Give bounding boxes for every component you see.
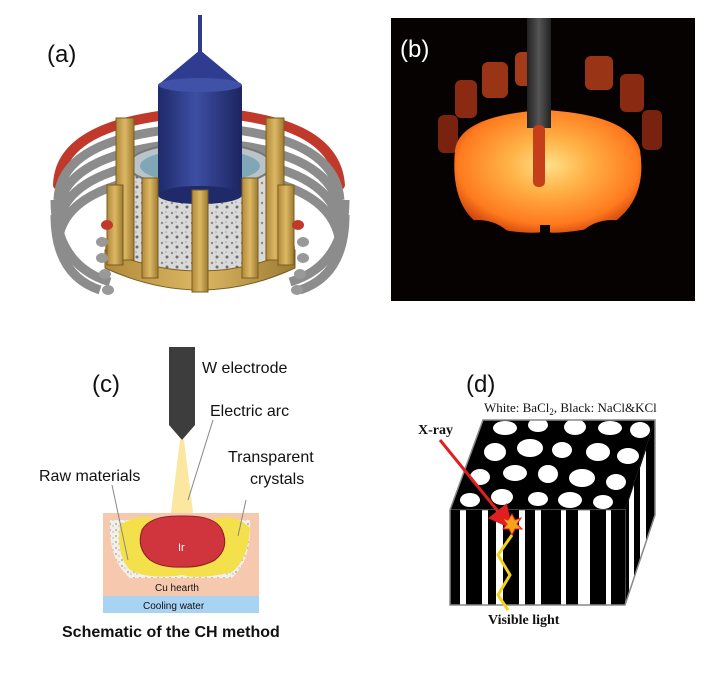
arc-callout bbox=[187, 419, 214, 501]
panel-b-label: (b) bbox=[400, 36, 429, 63]
electrode-cylinder bbox=[158, 15, 242, 204]
induction-coil-front bbox=[50, 199, 350, 295]
panel-a-label: (a) bbox=[47, 41, 76, 68]
w-electrode-label: W electrode bbox=[202, 360, 287, 377]
block-side-stripes bbox=[629, 450, 646, 595]
cu-hearth-label: Cu hearth bbox=[155, 583, 199, 594]
shadow-right bbox=[567, 220, 657, 301]
panel-b: (b) bbox=[391, 18, 695, 301]
block-outline bbox=[449, 419, 656, 606]
w-electrode bbox=[169, 347, 195, 440]
cooling-water-label: Cooling water bbox=[143, 601, 205, 612]
gold-cage bbox=[104, 117, 296, 293]
cooling-water bbox=[103, 596, 259, 613]
visible-light-path bbox=[496, 534, 514, 611]
xray-arrow bbox=[438, 439, 513, 530]
transparent-label-1: Transparent bbox=[228, 449, 314, 466]
raw-callout bbox=[111, 484, 129, 561]
electric-arc bbox=[170, 440, 194, 520]
electrode-dark bbox=[527, 18, 551, 128]
xray-label: X-ray bbox=[418, 423, 453, 438]
electric-arc-label: Electric arc bbox=[210, 403, 289, 420]
xray-impact bbox=[500, 513, 524, 537]
ir-melt bbox=[139, 515, 226, 568]
block-top bbox=[450, 420, 655, 510]
panel-c: (c) Ir Cu hearth Cooling water W electro… bbox=[39, 347, 314, 641]
crystals-callout bbox=[237, 499, 247, 537]
panel-c-label: (c) bbox=[92, 371, 120, 398]
electrode-tip-hot bbox=[533, 125, 545, 187]
glowing-melt bbox=[454, 110, 642, 233]
panel-a: (a) bbox=[47, 15, 350, 295]
shadow-left bbox=[433, 220, 523, 301]
panel-d-label: (d) bbox=[466, 371, 495, 398]
ir-label: Ir bbox=[178, 542, 185, 554]
raw-materials-label: Raw materials bbox=[39, 468, 140, 485]
panel-c-caption: Schematic of the CH method bbox=[62, 624, 280, 641]
visible-light-label: Visible light bbox=[488, 613, 560, 628]
transparent-label-2: crystals bbox=[250, 471, 304, 488]
panel-d: (d) White: BaCl2, Black: NaCl&KCl bbox=[418, 371, 657, 628]
legend-text: White: BaCl2, Black: NaCl&KCl bbox=[484, 400, 657, 417]
